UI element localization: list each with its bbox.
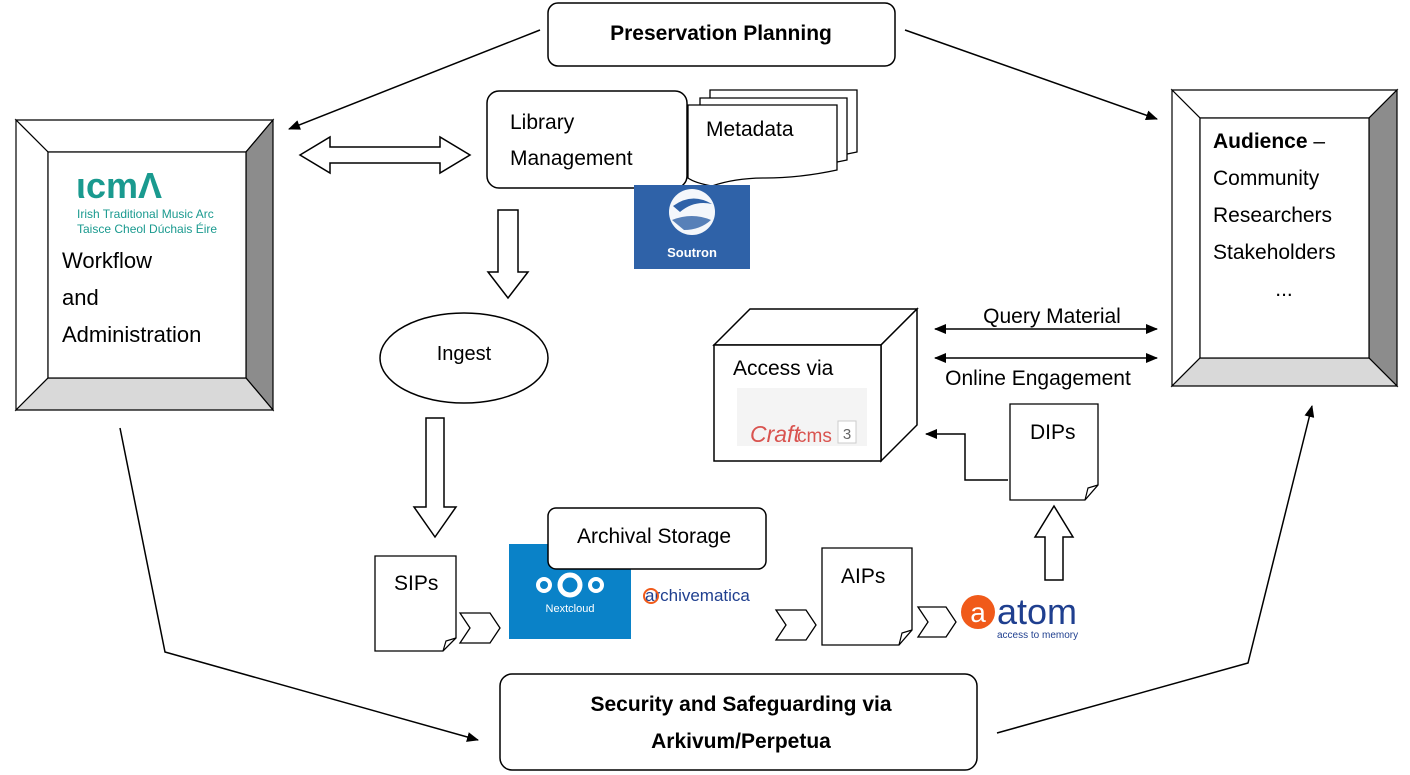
dips-document — [1009, 403, 1099, 501]
svg-text:access to memory: access to memory — [997, 630, 1078, 641]
arrow-ingest-to-sips — [412, 417, 458, 539]
workflow-label-2: and — [62, 285, 99, 310]
arrow-security-to-audience — [996, 405, 1315, 734]
svg-text:Irish Traditional Music Arc: Irish Traditional Music Arc — [77, 207, 214, 221]
arrow-planning-to-workflow — [288, 29, 541, 130]
sips-document — [374, 555, 457, 652]
chevron-sips-to-storage — [458, 612, 501, 644]
icma-logo: ιcmΛ Irish Traditional Music Arc Taisce … — [76, 165, 217, 236]
security-label-2: Arkivum/Perpetua — [651, 730, 831, 753]
archival-storage-label: Archival Storage — [577, 525, 731, 548]
aips-document — [821, 547, 913, 646]
audience-frame — [1170, 88, 1399, 388]
security-box — [499, 673, 978, 771]
chevron-storage-to-aips — [774, 609, 817, 641]
svg-text:Nextcloud: Nextcloud — [546, 603, 595, 615]
aips-label: AIPs — [841, 565, 885, 588]
ingest-ellipse — [379, 312, 549, 404]
svg-text:Taisce Cheol Dúchais Éire: Taisce Cheol Dúchais Éire — [77, 221, 217, 236]
access-label: Access via — [733, 357, 834, 380]
preservation-planning-box: Preservation Planning — [547, 2, 896, 67]
workflow-label-1: Workflow — [62, 248, 152, 273]
svg-text:a: a — [970, 597, 986, 628]
svg-text:Craft: Craft — [750, 421, 801, 447]
audience-item: Stakeholders — [1213, 241, 1336, 264]
dips-label: DIPs — [1030, 421, 1076, 444]
audience-title: Audience – — [1213, 130, 1325, 153]
archival-storage-box — [547, 507, 767, 570]
query-material-label: Query Material — [983, 305, 1121, 328]
arrow-workflow-to-security — [119, 427, 479, 742]
svg-text:cms: cms — [797, 426, 832, 447]
archivematica-logo: archivematica — [643, 586, 750, 605]
sips-label: SIPs — [394, 572, 438, 595]
arrow-atom-to-dips — [1033, 504, 1075, 581]
library-management-label-2: Management — [510, 147, 633, 170]
online-engagement-label: Online Engagement — [945, 367, 1131, 390]
ingest-label: Ingest — [437, 343, 492, 365]
arrow-library-to-ingest — [486, 209, 530, 300]
arrow-planning-to-audience — [904, 29, 1158, 121]
arrow-dips-to-access — [925, 429, 1008, 481]
svg-text:atom: atom — [997, 591, 1077, 632]
svg-text:Soutron: Soutron — [667, 245, 717, 260]
audience-item: ... — [1275, 278, 1293, 301]
metadata-document-stack — [687, 89, 858, 187]
atom-logo: a atom access to memory — [961, 591, 1078, 641]
workflow-frame — [14, 118, 275, 412]
soutron-logo: Soutron — [634, 185, 750, 269]
svg-text:ιcmΛ: ιcmΛ — [76, 165, 162, 206]
svg-text:archivematica: archivematica — [645, 586, 750, 605]
chevron-aips-to-atom — [916, 606, 957, 638]
double-arrow-workflow-library — [298, 135, 472, 175]
audience-item: Researchers — [1213, 204, 1332, 227]
library-management-label-1: Library — [510, 111, 575, 134]
library-management-box — [486, 90, 688, 189]
metadata-label: Metadata — [706, 118, 794, 141]
audience-item: Community — [1213, 167, 1320, 190]
workflow-label-3: Administration — [62, 322, 201, 347]
craft-cms-logo: Craft cms 3 — [737, 388, 867, 447]
preservation-planning-label: Preservation Planning — [610, 22, 832, 45]
svg-text:3: 3 — [843, 426, 851, 443]
security-label-1: Security and Safeguarding via — [590, 693, 891, 716]
